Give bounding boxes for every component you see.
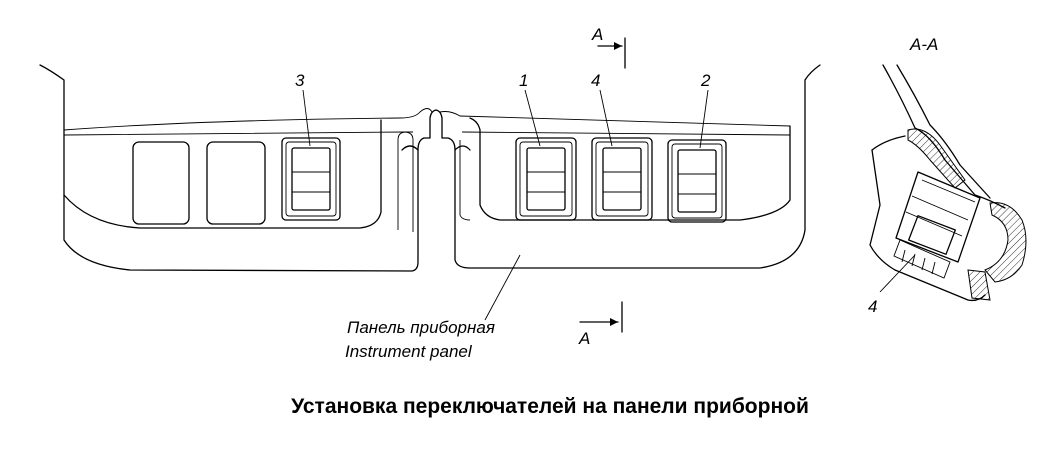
panel-label-en: Instrument panel [345,342,473,361]
switch-section-body [893,171,981,279]
switch-2 [667,139,727,223]
section-marker-top: A [591,25,626,69]
switch-4 [591,137,653,221]
section-callout-4: 4 [868,297,877,316]
section-marker-bottom: A [578,301,623,348]
blank-plug-1 [132,141,190,225]
callout-3: 3 [295,71,305,90]
callout-4: 4 [591,71,600,90]
section-view-label: A-A [909,35,938,54]
blank-plug-2 [206,141,266,225]
panel-label-ru: Панель приборная [347,318,495,337]
section-letter-top: A [591,25,603,44]
callout-1: 1 [519,71,528,90]
drawing-title: Установка переключателей на панели прибо… [291,395,809,418]
switch-3 [281,137,341,221]
callout-2: 2 [700,71,711,90]
instrument-panel-outline [39,64,821,272]
section-letter-bottom: A [578,329,590,348]
switch-1 [515,137,577,221]
section-view-a-a: A-A 4 [868,35,1027,316]
leader-lines [302,89,709,321]
